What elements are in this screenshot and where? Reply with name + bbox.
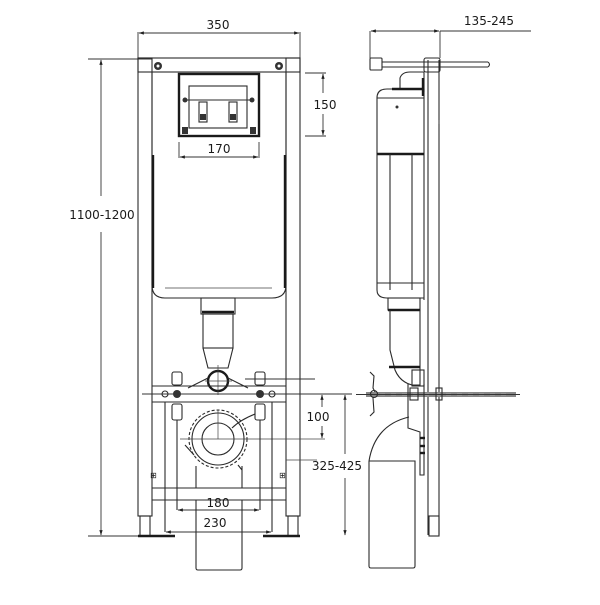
side-view: 135-245 xyxy=(356,14,531,569)
drain-pipe xyxy=(195,500,243,571)
side-crossbar xyxy=(356,371,520,417)
flush-pipe xyxy=(187,297,315,395)
dimension-bolt-spacing-outer: 230 xyxy=(165,516,272,534)
dimension-wall-depth: 135-245 xyxy=(369,14,531,58)
frame-posts xyxy=(137,57,301,538)
side-frame-post xyxy=(423,57,441,537)
side-cistern xyxy=(376,71,440,300)
label-flush-plate-width: 170 xyxy=(208,142,231,156)
cistern xyxy=(151,72,287,299)
mounting-crossbar xyxy=(142,371,300,421)
dimension-flush-plate-height: 150 xyxy=(305,72,337,137)
actuator-rod xyxy=(369,57,491,71)
dimension-drain-offset: 100 xyxy=(300,393,330,439)
flush-plate-opening xyxy=(177,72,261,138)
label-drain-height: 325-425 xyxy=(312,459,362,473)
label-frame-height: 1100-1200 xyxy=(69,208,134,222)
dimension-frame-width: 350 xyxy=(137,18,301,58)
side-drain-pipe xyxy=(407,384,425,476)
lower-frame: ⊞ ⊞ xyxy=(150,402,317,532)
label-bolt-spacing-outer: 230 xyxy=(204,516,227,530)
toilet-bowl xyxy=(368,416,416,569)
label-wall-depth: 135-245 xyxy=(464,14,514,28)
bracket-icon: ⊞ xyxy=(279,471,286,480)
drain-outlet xyxy=(180,409,325,471)
dimension-drain-height: 325-425 xyxy=(300,393,362,536)
label-bolt-spacing-inner: 180 xyxy=(207,496,230,510)
label-drain-offset: 100 xyxy=(307,410,330,424)
label-frame-width: 350 xyxy=(207,18,230,32)
bracket-icon: ⊞ xyxy=(150,471,157,480)
dimension-bolt-spacing-inner: 180 xyxy=(177,496,260,512)
side-flush-pipe xyxy=(387,297,425,387)
dimension-flush-plate-width: 170 xyxy=(178,142,260,159)
dimension-frame-height: 1100-1200 xyxy=(69,58,152,537)
top-rail xyxy=(137,57,301,73)
label-flush-plate-height: 150 xyxy=(314,98,337,112)
front-view: 350 1100-1200 xyxy=(69,18,362,571)
